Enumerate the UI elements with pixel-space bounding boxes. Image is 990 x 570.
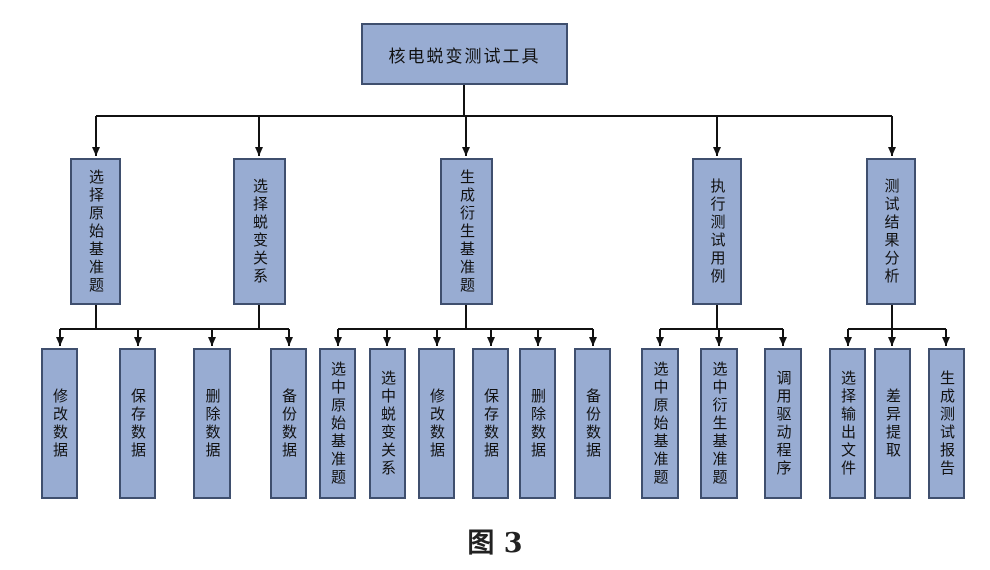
group-node: 生成衍生基准题 (440, 158, 493, 305)
leaf-label: 选中原始基准题 (329, 360, 347, 487)
leaf-label: 备份数据 (584, 387, 602, 460)
leaf-label: 选中原始基准题 (651, 360, 670, 487)
leaf-label: 选择输出文件 (839, 369, 857, 478)
leaf-label: 修改数据 (51, 387, 69, 460)
group-node: 选择原始基准题 (70, 158, 121, 305)
group-label: 选择原始基准题 (87, 168, 105, 295)
group-label: 生成衍生基准题 (458, 168, 476, 295)
leaf-label: 保存数据 (129, 387, 147, 460)
leaf-node: 生成测试报告 (928, 348, 965, 499)
leaf-node: 删除数据 (519, 348, 556, 499)
leaf-label: 修改数据 (428, 387, 446, 460)
leaf-node: 修改数据 (41, 348, 78, 499)
leaf-node: 差异提取 (874, 348, 911, 499)
leaf-node: 选中衍生基准题 (700, 348, 738, 499)
group-node: 执行测试用例 (692, 158, 742, 305)
leaf-label: 删除数据 (203, 387, 222, 460)
leaf-node: 备份数据 (270, 348, 307, 499)
leaf-label: 调用驱动程序 (774, 369, 793, 478)
root-node: 核电蜕变测试工具 (361, 23, 568, 85)
group-node: 测试结果分析 (866, 158, 916, 305)
group-label: 测试结果分析 (882, 177, 901, 286)
leaf-node: 调用驱动程序 (764, 348, 802, 499)
group-node: 选择蜕变关系 (233, 158, 286, 305)
leaf-label: 生成测试报告 (938, 369, 956, 478)
leaf-label: 删除数据 (529, 387, 547, 460)
leaf-label: 保存数据 (482, 387, 500, 460)
leaf-node: 删除数据 (193, 348, 231, 499)
leaf-node: 选中蜕变关系 (369, 348, 406, 499)
leaf-node: 选中原始基准题 (641, 348, 679, 499)
leaf-node: 保存数据 (119, 348, 156, 499)
leaf-label: 备份数据 (280, 387, 298, 460)
leaf-node: 保存数据 (472, 348, 509, 499)
leaf-node: 选择输出文件 (829, 348, 866, 499)
leaf-label: 选中蜕变关系 (379, 369, 397, 478)
group-label: 执行测试用例 (708, 177, 727, 286)
leaf-label: 差异提取 (884, 387, 902, 460)
leaf-node: 修改数据 (418, 348, 455, 499)
figure-caption: 图 3 (467, 528, 523, 559)
group-label: 选择蜕变关系 (251, 177, 269, 286)
root-label: 核电蜕变测试工具 (388, 46, 541, 67)
leaf-label: 选中衍生基准题 (710, 360, 729, 487)
leaf-node: 选中原始基准题 (319, 348, 356, 499)
leaf-node: 备份数据 (574, 348, 611, 499)
